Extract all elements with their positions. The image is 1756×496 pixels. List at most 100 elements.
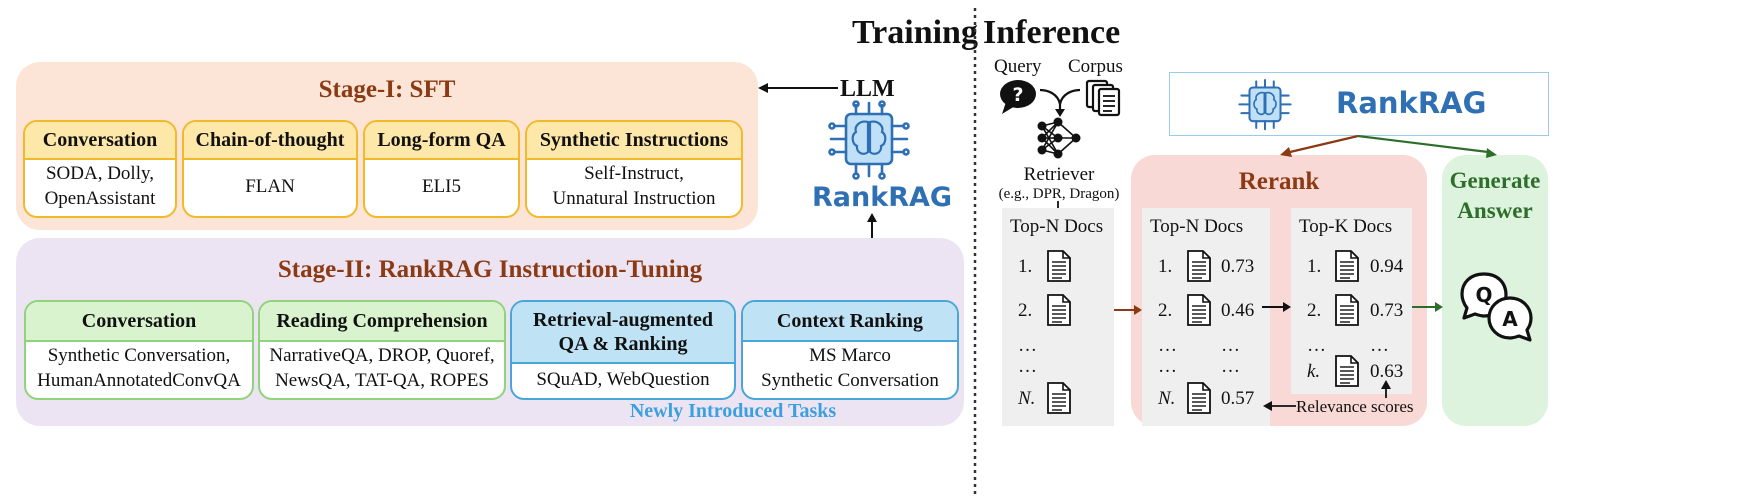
document-icon [1047,294,1071,326]
document-icon [1047,382,1071,414]
document-icon [1187,250,1211,282]
merge-arrow [1039,88,1081,117]
topk-doc-score: 0.63 [1370,361,1404,382]
document-icon [1335,355,1359,387]
stage1-card-conversation: Conversation SODA, Dolly, OpenAssistant [23,120,177,218]
topk-doc-index: … [1307,335,1326,356]
rerank-doc-score: 0.57 [1221,388,1255,409]
generate-title: Generate Answer [1442,166,1548,226]
card-header: Synthetic Instructions [527,122,741,160]
corpus-label: Corpus [1068,56,1123,77]
stage1-card-long-form-qa: Long-form QA ELI5 [363,120,520,218]
card-body-line: Self-Instruct, [584,163,684,185]
card-body-line: MS Marco [809,345,891,367]
topk-doc-index: k. [1307,361,1321,382]
document-icon [1047,250,1071,282]
inference-heading: Inference [983,14,1121,51]
document-icon [1335,294,1359,326]
rerank-doc-index: 2. [1158,300,1173,321]
stage1-card-chain-of-thought: Chain-of-thought FLAN [182,120,358,218]
card-header: Conversation [26,302,252,342]
document-icon [1187,382,1211,414]
qa-icon-q: Q [1475,283,1492,307]
qa-chat-icon: Q A [1460,272,1533,342]
card-body-line: SODA, Dolly, [45,163,155,185]
rerank-doc-index: … [1158,356,1177,377]
rerank-doc-index: 1. [1158,256,1173,277]
retrieved-docs-title: Top-N Docs [1010,216,1104,237]
stage2-title: Stage-II: RankRAG Instruction-Tuning [277,256,703,283]
card-body-line: SQuAD, WebQuestion [536,368,710,390]
stage2-card-retrieval-augmented-qa: Retrieval-augmented QA & Ranking SQuAD, … [510,300,736,400]
rerank-topk-title: Top-K Docs [1299,216,1393,237]
card-body-line: NarrativeQA, DROP, Quoref, [269,345,495,367]
card-header-line: Retrieval-augmented [533,309,713,331]
retrieved-doc-index: 2. [1018,300,1033,321]
card-body-line: FLAN [245,175,295,197]
card-header: Conversation [25,122,175,160]
rerank-doc-score: … [1221,356,1240,377]
card-body: FLAN [184,160,356,214]
topk-doc-index: 2. [1307,300,1322,321]
stage1-card-synthetic-instructions: Synthetic Instructions Self-Instruct, Un… [525,120,743,218]
llm-label: LLM [840,76,895,102]
retriever-examples: (e.g., DPR, Dragon) [998,186,1120,202]
topk-doc-score: … [1370,335,1389,356]
topk-doc-score: 0.73 [1370,300,1404,321]
card-body-line: NewsQA, TAT-QA, ROPES [275,370,489,391]
card-header: Chain-of-thought [184,122,356,160]
card-body-line: Synthetic Conversation [761,370,939,391]
relevance-scores-label: Relevance scores [1296,397,1414,416]
stage2-card-conversation: Conversation Synthetic Conversation, Hum… [24,300,254,400]
svg-text:?: ? [1012,84,1023,106]
topk-doc-score: 0.94 [1370,256,1404,277]
card-body-line: Unnatural Instruction [552,188,716,209]
stage2-card-reading-comprehension: Reading Comprehension NarrativeQA, DROP,… [258,300,506,400]
retrieved-doc-index: … [1018,335,1037,356]
rerank-topn-title: Top-N Docs [1150,216,1244,237]
card-body: SQuAD, WebQuestion [512,364,734,396]
arrow-llm-to-stage1 [758,83,838,93]
card-header-line: QA & Ranking [558,333,688,355]
generate-title-line: Answer [1457,197,1533,223]
retrieved-doc-index: … [1018,356,1037,377]
training-heading: Training [852,14,978,51]
new-tasks-label: Newly Introduced Tasks [629,400,837,422]
arrow-stage2-to-llm [867,213,877,238]
card-body: SODA, Dolly, OpenAssistant [25,160,175,214]
card-header: Context Ranking [743,302,957,342]
card-body-line: HumanAnnotatedConvQA [37,370,241,391]
stage2-card-context-ranking: Context Ranking MS Marco Synthetic Conve… [741,300,959,400]
retrieved-doc-index: N. [1018,388,1036,409]
card-body: ELI5 [365,160,518,214]
retriever-network-icon [1037,117,1081,159]
training-inference-divider [973,8,977,494]
card-body-line: OpenAssistant [44,188,156,209]
card-header: Retrieval-augmented QA & Ranking [512,302,734,364]
card-body: Self-Instruct, Unnatural Instruction [527,160,741,214]
brain-chip-small-icon [1238,79,1292,131]
rerank-doc-index: … [1158,335,1177,356]
topk-doc-index: 1. [1307,256,1322,277]
card-body: NarrativeQA, DROP, Quoref, NewsQA, TAT-Q… [260,342,504,396]
card-body-line: Synthetic Conversation, [47,345,231,367]
card-body-line: ELI5 [421,175,462,197]
document-icon [1335,250,1359,282]
corpus-icon [1085,79,1121,117]
card-header: Long-form QA [365,122,518,160]
query-icon: ? [1000,80,1036,114]
document-icon [1187,294,1211,326]
llm-brand-label: RankRAG [812,182,953,213]
qa-icon-a: A [1502,307,1518,331]
rerank-doc-score: 0.46 [1221,300,1255,321]
rerank-title: Rerank [1238,168,1320,195]
retrieved-doc-index: 1. [1018,256,1033,277]
card-header: Reading Comprehension [260,302,504,342]
rerank-doc-index: N. [1158,388,1176,409]
rerank-doc-score: … [1221,335,1240,356]
rankrag-banner-label: RankRAG [1336,86,1487,120]
generate-title-line: Generate [1449,168,1541,193]
rerank-doc-score: 0.73 [1221,256,1255,277]
retriever-label: Retriever [1023,164,1095,185]
card-body: MS Marco Synthetic Conversation [743,342,957,396]
